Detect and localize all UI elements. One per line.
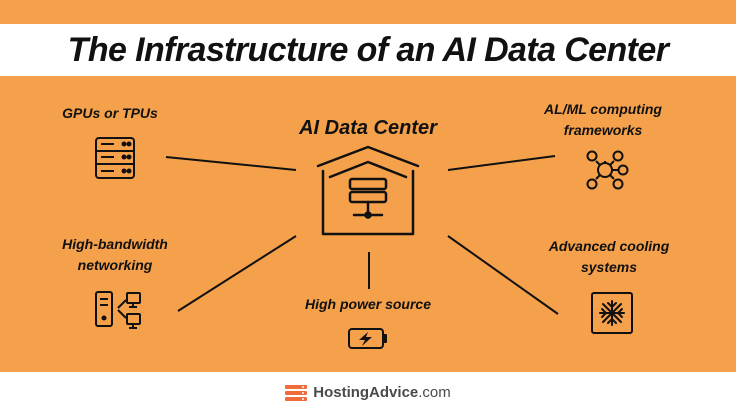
hostingadvice-logo-icon xyxy=(285,385,308,401)
connector-gpus xyxy=(165,156,297,171)
connector-cooling xyxy=(447,235,559,315)
brand-domain-suffix: .com xyxy=(418,384,451,401)
top-orange-band xyxy=(0,0,736,24)
center-label: AI Data Center xyxy=(299,117,437,139)
node-label-cooling: Advanced cooling systems xyxy=(548,238,670,275)
node-label-gpus: GPUs or TPUs xyxy=(62,105,158,121)
node-label-frameworks: AL/ML computing frameworks xyxy=(544,101,662,138)
neural-network-nodes-icon xyxy=(586,150,629,190)
gpu-server-rack-icon xyxy=(95,137,135,179)
data-center-server-icon xyxy=(316,145,420,236)
brand-name: HostingAdvice xyxy=(313,384,419,401)
battery-charging-icon xyxy=(348,328,387,349)
diagram-canvas xyxy=(95,137,633,349)
node-label-networking: High-bandwidth networking xyxy=(62,236,168,273)
network-computers-icon xyxy=(95,291,141,329)
brand-logo[interactable]: HostingAdvice.com xyxy=(285,384,451,402)
diagram-area: AI Data Center GPUs or TPUs High-bandwid… xyxy=(0,76,736,372)
connector-frameworks xyxy=(447,155,556,171)
title-bar: The Infrastructure of an AI Data Center xyxy=(0,24,736,76)
connector-networking xyxy=(177,235,297,312)
page-title: The Infrastructure of an AI Data Center xyxy=(67,30,669,69)
snowflake-icon xyxy=(591,292,633,334)
footer: HostingAdvice.com xyxy=(0,372,736,414)
node-label-power: High power source xyxy=(304,296,432,312)
